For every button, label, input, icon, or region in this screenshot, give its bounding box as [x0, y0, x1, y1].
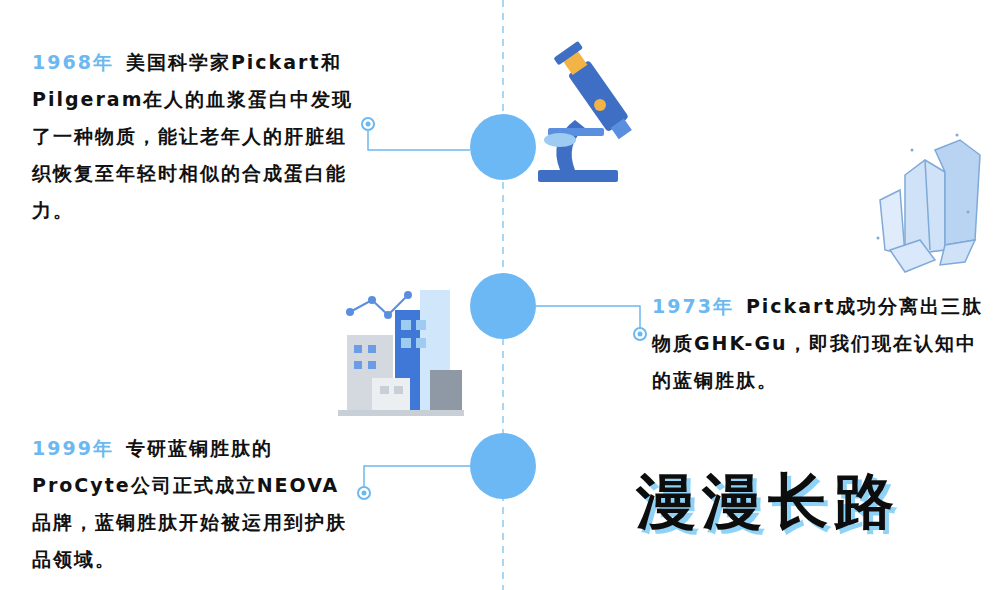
timeline-dot: [470, 114, 536, 180]
leader-rings: [358, 118, 646, 499]
leader-lines: [364, 130, 640, 487]
event-year: 1999年: [32, 437, 114, 459]
crystal-icon: [880, 140, 980, 272]
buildings-icon: [338, 290, 464, 416]
timeline-dot: [470, 433, 536, 499]
event-text: 1968年美国科学家Pickart和Pilgeram在人的血浆蛋白中发现了一种物…: [32, 44, 364, 229]
event-description: 美国科学家Pickart和Pilgeram在人的血浆蛋白中发现了一种物质，能让老…: [32, 51, 353, 221]
microscope-icon: [538, 41, 638, 182]
event-text: 1973年Pickart成功分离出三肽物质GHK-Gu，即我们现在认知中的蓝铜胜…: [652, 288, 988, 399]
event-year: 1973年: [652, 295, 734, 317]
title: 漫漫长路: [636, 462, 900, 543]
event-year: 1968年: [32, 51, 114, 73]
event-text: 1999年专研蓝铜胜肽的ProCyte公司正式成立NEOVA品牌，蓝铜胜肽开始被…: [32, 430, 360, 578]
timeline-dot: [470, 273, 536, 339]
sparkles: [877, 134, 970, 240]
